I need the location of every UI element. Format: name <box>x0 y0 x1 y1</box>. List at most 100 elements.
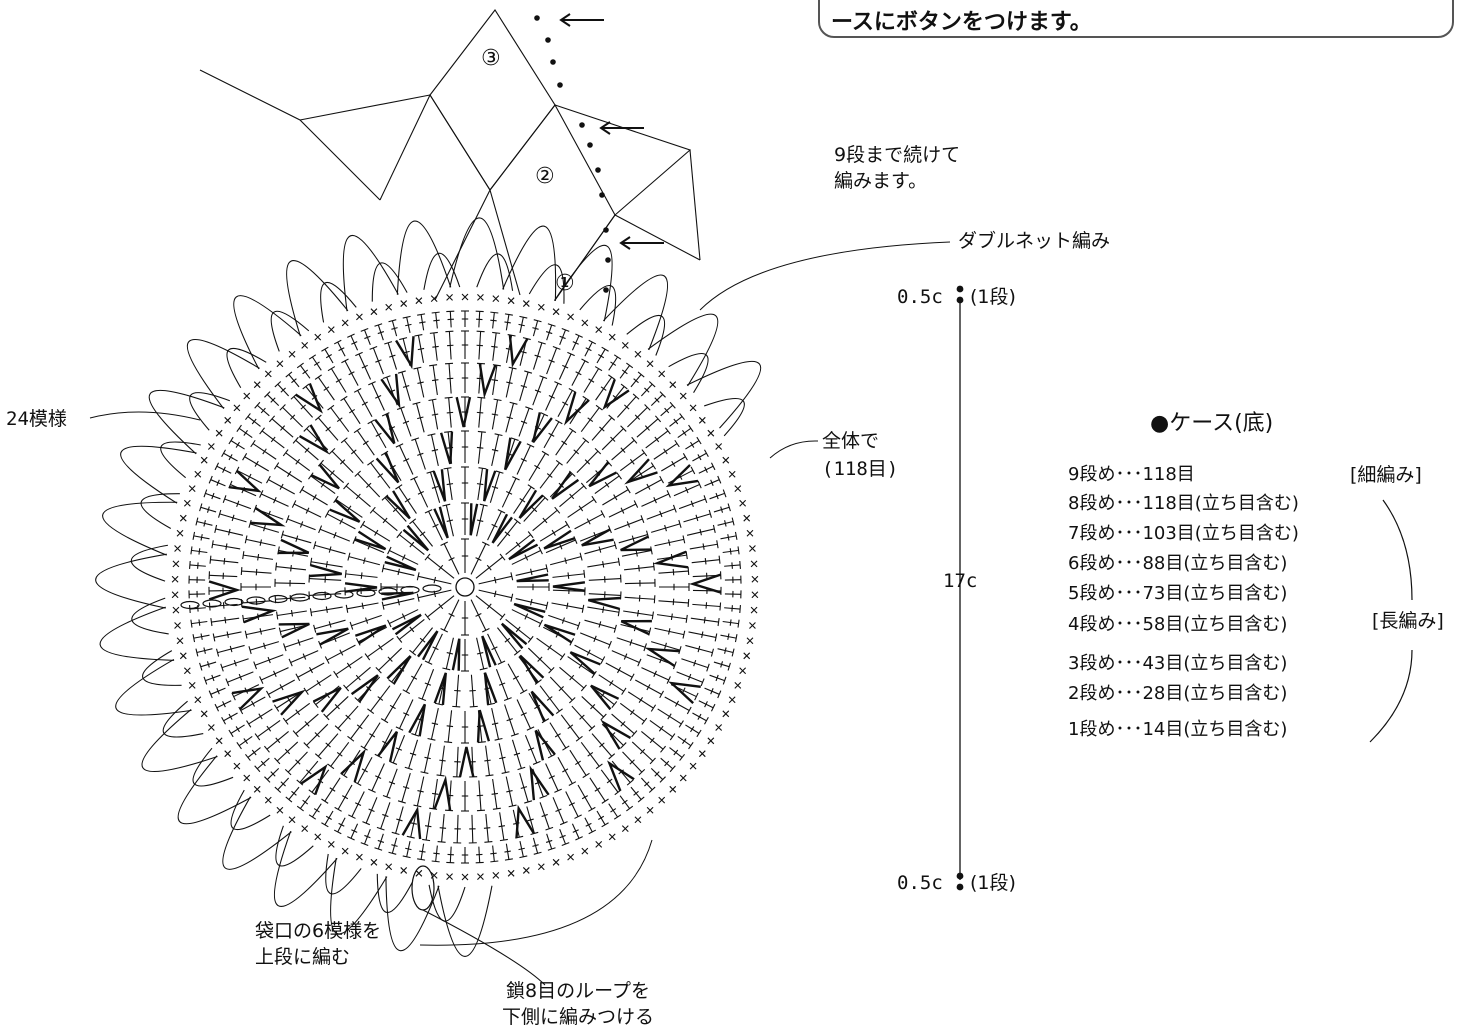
increase-v <box>534 729 556 761</box>
case-row-9: 9段め･･･118目 <box>1068 464 1195 485</box>
stitch-bar <box>569 674 575 681</box>
stitch-top <box>717 690 722 699</box>
net-loop-inner <box>130 544 169 582</box>
single-crochet <box>233 762 241 770</box>
stitch-bar <box>263 524 266 532</box>
stitch-top <box>579 552 583 561</box>
stitch-top <box>717 475 722 484</box>
stitch-top <box>541 494 549 501</box>
stitch-bar <box>375 395 382 399</box>
stitch-top <box>409 649 417 656</box>
stitch-bar <box>197 562 199 569</box>
net-loop-inner <box>131 597 169 635</box>
stitch-top <box>608 414 616 421</box>
stitch-bar <box>431 722 439 725</box>
stitch-top <box>349 621 354 630</box>
stitch-top <box>431 860 440 863</box>
stitch-top <box>690 466 696 475</box>
stitch-bar <box>302 653 307 660</box>
single-crochet <box>174 622 181 629</box>
stitch-bar <box>391 844 398 847</box>
stitch-bar <box>360 572 363 579</box>
stitch-top <box>493 398 502 402</box>
stitch-bar <box>363 557 366 564</box>
stitch-top <box>672 504 677 513</box>
stitch-bar <box>644 781 650 787</box>
stitch-bar <box>506 790 513 793</box>
stitch-top <box>626 362 634 369</box>
single-crochet <box>634 816 642 824</box>
case-row-5: 5段め･･･73目(立ち目含む) <box>1068 583 1288 604</box>
net-loop-inner <box>423 252 461 290</box>
stitch-bar <box>532 844 539 847</box>
stitch-top <box>203 676 208 685</box>
slip-stitch <box>534 15 540 21</box>
single-crochet <box>595 840 603 848</box>
stitch-bar <box>391 327 398 330</box>
increase-v <box>513 602 546 619</box>
increase-v <box>375 452 400 484</box>
stitch-top <box>706 663 710 672</box>
stitch-top <box>588 339 597 345</box>
stitch-top <box>568 388 577 393</box>
stitch-top <box>574 814 582 819</box>
stitch-top <box>678 519 682 528</box>
stitch-bar <box>690 441 695 448</box>
stitch-top <box>327 366 336 372</box>
stitch-top <box>397 370 406 374</box>
stitch-top <box>659 475 664 484</box>
stitch-bar <box>377 331 385 335</box>
stitch-top <box>228 436 234 445</box>
stitch-top <box>321 822 329 828</box>
stitch-bar <box>587 417 594 423</box>
stitch-top <box>368 381 376 386</box>
stitch-top <box>347 836 355 841</box>
increase-v <box>433 506 449 539</box>
stitch-bar <box>667 713 672 720</box>
stitch-bar <box>334 703 340 710</box>
stitch-top <box>313 624 317 633</box>
single-crochet <box>171 575 179 583</box>
stitch-bar <box>336 751 343 757</box>
stitch-bar <box>231 514 235 522</box>
stitch-bar <box>355 493 361 500</box>
stitch-bar <box>490 319 497 322</box>
increase-v <box>519 654 545 684</box>
stitch-top <box>688 742 694 750</box>
stitch-top <box>211 540 214 549</box>
stitch-bar <box>280 387 286 393</box>
single-crochet <box>314 333 322 341</box>
stitch-bar <box>339 459 346 465</box>
stitch-top <box>353 388 362 393</box>
stitch-top <box>221 716 226 725</box>
stitch-bar <box>548 775 555 779</box>
increase-v <box>469 503 479 536</box>
stitch-bar <box>251 418 257 425</box>
stitch-top <box>314 374 322 380</box>
stitch-bar <box>448 557 455 561</box>
stitch-bar <box>431 449 439 452</box>
chain-stitch <box>312 591 332 601</box>
stitch-bar <box>295 535 299 542</box>
stitch-bar <box>697 454 702 461</box>
stitch-bar <box>520 712 527 716</box>
stitch-bar <box>646 684 651 691</box>
stitch-bar <box>266 725 272 732</box>
stitch-top <box>278 627 282 636</box>
stitch-top <box>427 737 436 741</box>
stitch-top <box>402 855 411 859</box>
stitch-top <box>399 337 408 341</box>
net-loop-inner <box>325 853 362 895</box>
stitch-bar <box>356 724 363 730</box>
stitch-bar <box>593 635 597 642</box>
stitch-bar <box>710 479 714 486</box>
stitch-bar <box>229 645 233 653</box>
increase-v <box>278 622 310 639</box>
increase-v <box>309 563 343 578</box>
stitch-bar <box>378 644 383 651</box>
stitch-bar <box>604 481 610 488</box>
stitch-top <box>555 459 563 466</box>
net-loop-outer <box>120 445 197 504</box>
stitch-top <box>611 701 618 709</box>
stitch-top <box>276 611 279 620</box>
